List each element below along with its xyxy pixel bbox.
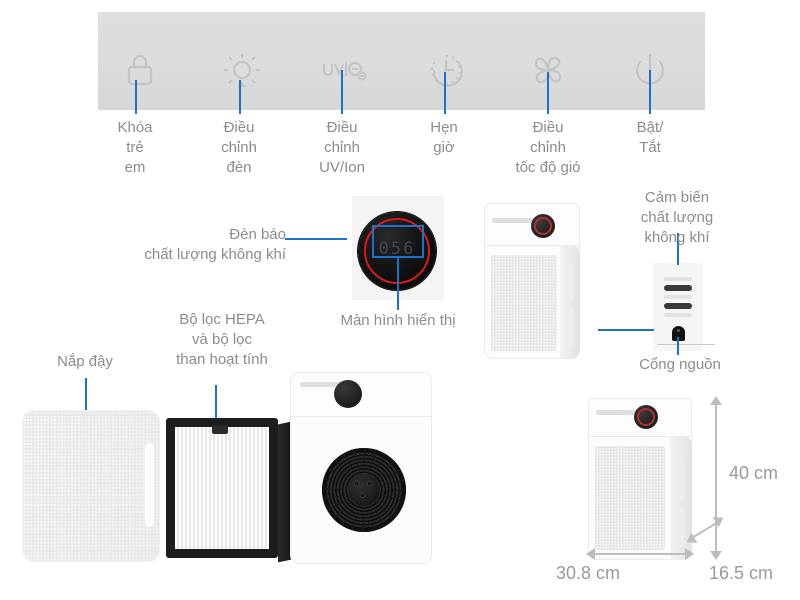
vent-line-3 <box>664 313 692 317</box>
dimension-width-label: 30.8 cm <box>556 563 621 583</box>
lightbulb-icon[interactable] <box>216 48 268 92</box>
label-cover: Nắp đậy <box>57 353 113 370</box>
dimension-height-arrow-up <box>710 396 722 405</box>
purifier-air-outlet-bottom <box>568 307 573 347</box>
leader-line-display <box>397 258 399 310</box>
cover-handle <box>144 442 155 528</box>
power-port <box>672 326 685 341</box>
brand-logo-dim-unit <box>596 410 638 415</box>
hepa-filter <box>166 418 291 563</box>
label-power: Bật/Tắt <box>636 119 664 156</box>
timer-clock-icon[interactable] <box>420 48 472 92</box>
cover-panel <box>22 410 160 562</box>
leader-line-hepa <box>215 385 217 447</box>
leader-line-lock <box>135 80 137 114</box>
leader-line-air-quality-light <box>285 238 347 240</box>
purifier-open-body <box>290 372 432 564</box>
air-quality-sensor-vent <box>664 285 692 291</box>
dim-unit-knob <box>634 405 658 429</box>
dim-unit-outlet-top <box>679 456 684 500</box>
hepa-filter-tab <box>212 425 228 434</box>
leader-line-timer <box>444 72 446 114</box>
purifier-air-outlet-top <box>568 263 573 301</box>
dim-unit-grille <box>595 446 665 550</box>
dimension-depth-label: 16.5 cm <box>709 563 774 583</box>
open-body-knob <box>334 380 362 408</box>
brand-logo-open-body <box>300 382 342 387</box>
leader-line-uv <box>341 70 343 114</box>
uv-ion-icon[interactable] <box>318 48 370 92</box>
dimension-height-label: 40 cm <box>729 463 779 483</box>
leader-line-cover <box>85 378 87 416</box>
air-quality-sensor-vent-2 <box>664 303 692 309</box>
sensor-base-line <box>657 344 715 345</box>
hepa-filter-media <box>175 427 269 549</box>
purifier-side-face <box>560 245 580 359</box>
label-display-screen: Màn hình hiển thị <box>340 312 456 329</box>
label-power-port: Cổng nguồn <box>639 356 721 373</box>
fan-hub <box>348 474 380 506</box>
lock-icon[interactable] <box>114 48 166 92</box>
control-panel <box>98 12 705 110</box>
display-callout-box <box>372 225 424 258</box>
dimension-height-arrow-down <box>710 551 722 560</box>
control-panel-icons <box>98 12 705 110</box>
brand-logo <box>492 218 534 223</box>
leader-line-power-port-v <box>677 337 679 355</box>
leader-line-sensor <box>677 233 679 265</box>
purifier-assembled <box>484 203 580 359</box>
purifier-dimension-view <box>588 398 692 560</box>
sensor-inset <box>653 263 715 351</box>
leader-line-light <box>239 80 241 114</box>
dimension-width-line <box>592 553 688 555</box>
vent-line-2 <box>664 295 692 299</box>
purifier-grille <box>491 255 557 351</box>
leader-line-fan <box>547 72 549 114</box>
dim-unit-outlet-bottom <box>679 506 684 548</box>
dimension-height-line <box>715 400 717 556</box>
leader-line-power <box>649 70 651 114</box>
fan-assembly <box>322 448 406 532</box>
dimension-width-arrow-right <box>685 548 694 560</box>
vent-line-1 <box>664 277 692 281</box>
leader-line-power-port-h <box>598 329 654 331</box>
dimension-width-arrow-left <box>586 548 595 560</box>
display-knob <box>531 214 555 238</box>
